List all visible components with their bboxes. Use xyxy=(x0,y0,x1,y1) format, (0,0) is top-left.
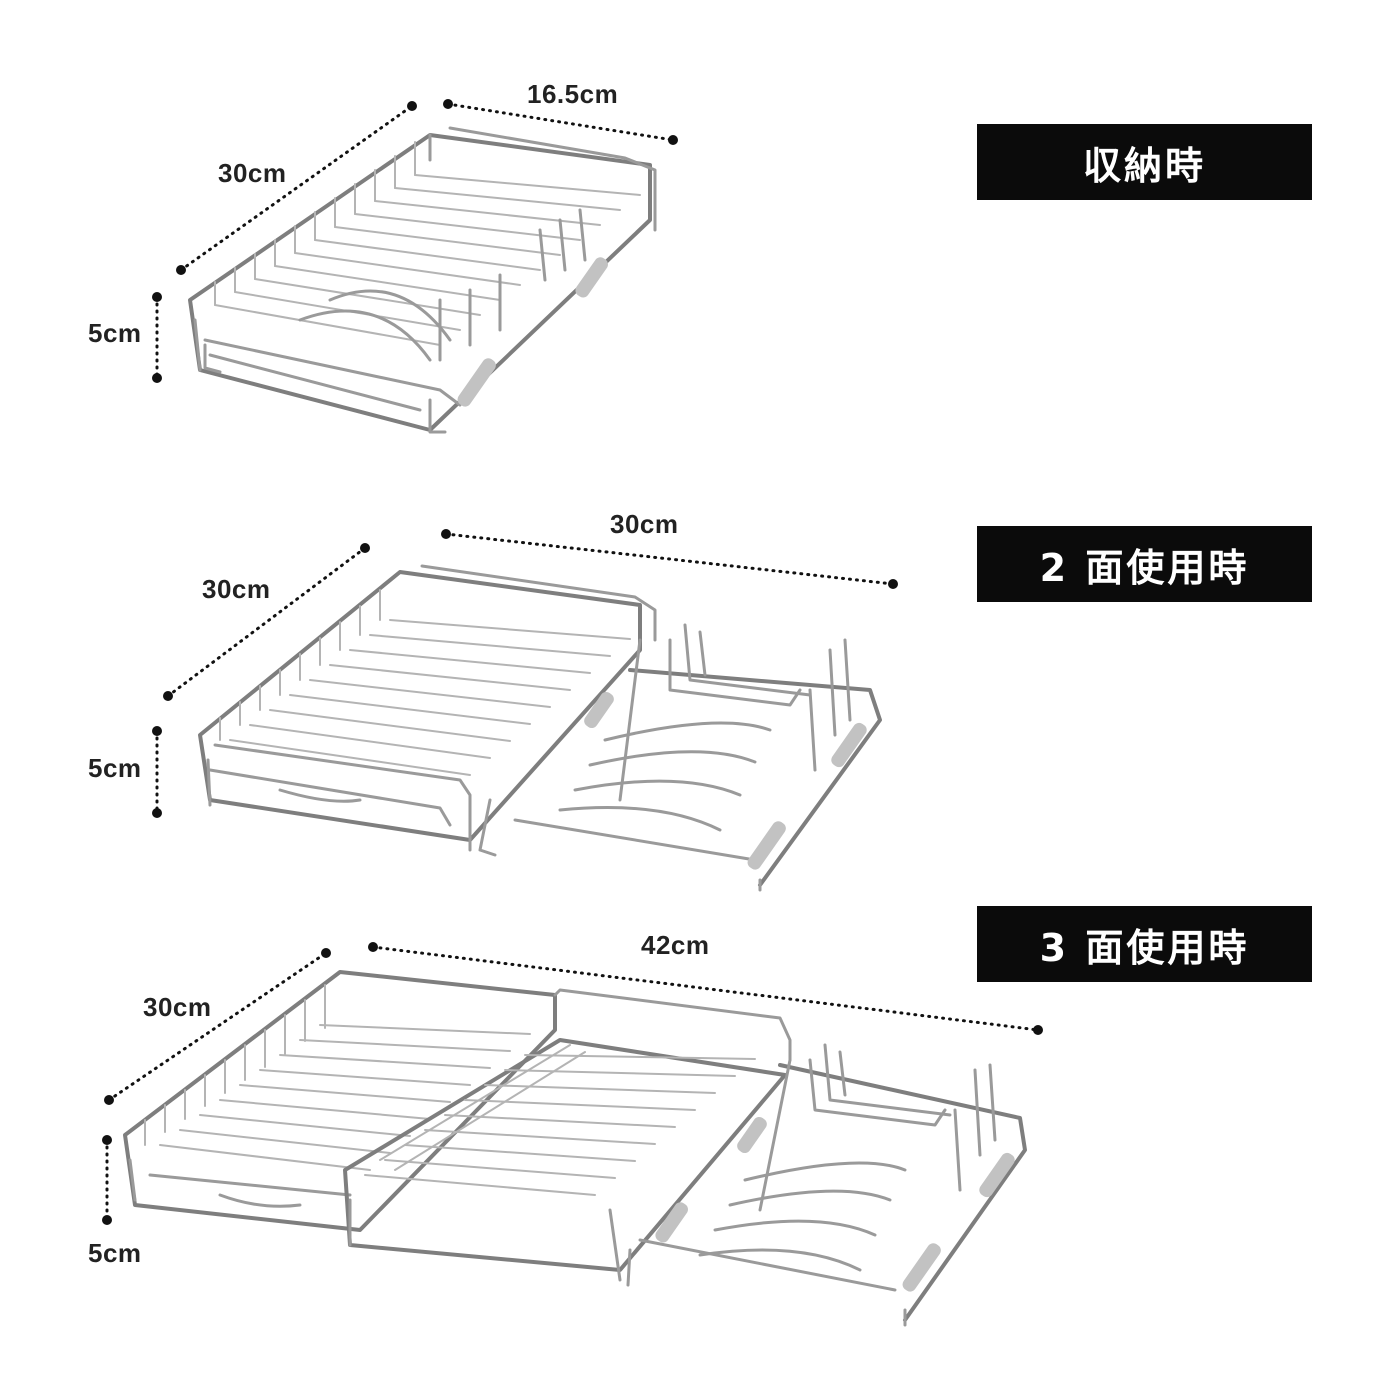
mode-badge-three-panel: 3 面使用時 xyxy=(977,906,1312,982)
two-panel-height-label: 5cm xyxy=(88,753,142,783)
stored-height-label: 5cm xyxy=(88,318,142,348)
dish-rack-stored-icon xyxy=(152,99,678,434)
three-panel-width-label: 42cm xyxy=(641,930,710,960)
three-panel-height-label: 5cm xyxy=(88,1238,142,1268)
two-panel-length-label: 30cm xyxy=(202,574,271,604)
mode-badge-two-panel: 2 面使用時 xyxy=(977,526,1312,602)
stored-length-label: 30cm xyxy=(218,158,287,188)
mode-badge-stored: 収納時 xyxy=(977,124,1312,200)
three-panel-length-label: 30cm xyxy=(143,992,212,1022)
stored-width-label: 16.5cm xyxy=(527,79,619,109)
two-panel-width-label: 30cm xyxy=(610,509,679,539)
dish-rack-two-panel-icon xyxy=(152,529,898,892)
dish-rack-three-panel-icon xyxy=(102,942,1043,1327)
